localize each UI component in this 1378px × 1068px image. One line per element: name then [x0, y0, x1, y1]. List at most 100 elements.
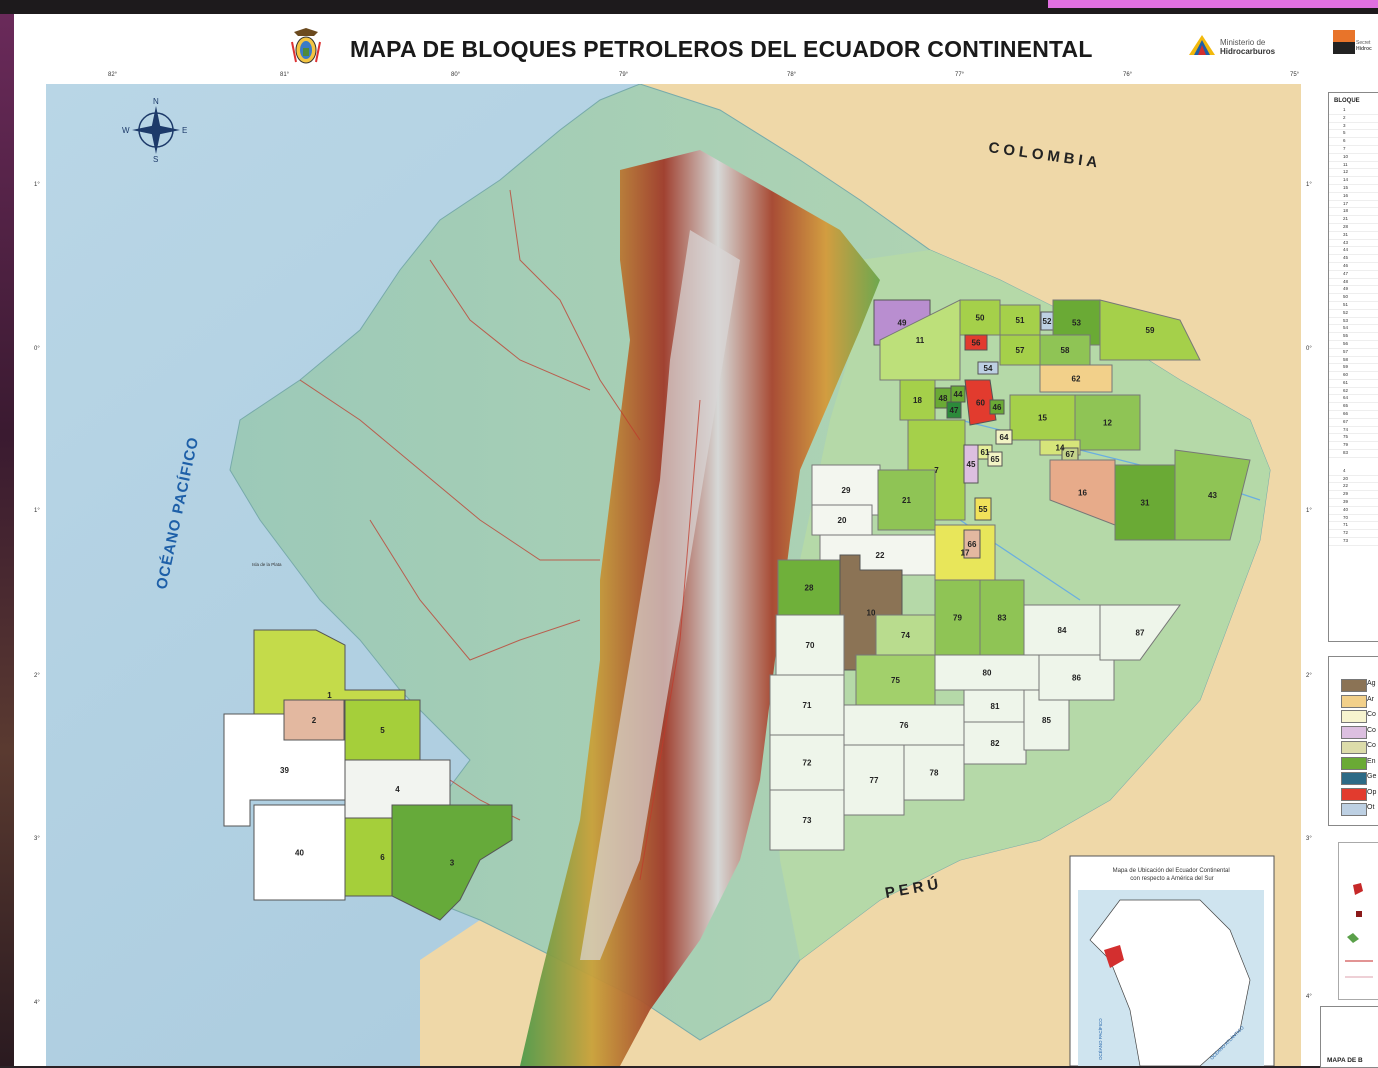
- ministry-line1: Ministerio de: [1220, 38, 1266, 47]
- block-56[interactable]: [964, 334, 988, 351]
- table-row: 65: [1329, 403, 1378, 412]
- block-label: 47: [950, 406, 959, 415]
- block-62[interactable]: [1039, 364, 1113, 393]
- block-label: 15: [1038, 414, 1047, 423]
- table-row: 54: [1329, 325, 1378, 334]
- ministry-logo-icon: [1189, 35, 1215, 55]
- lat-label: 0°: [1306, 346, 1312, 352]
- block-64[interactable]: [995, 429, 1013, 445]
- block-label: 31: [1141, 499, 1150, 508]
- legend-label: Co: [1367, 711, 1376, 718]
- block-label: 62: [1072, 375, 1081, 384]
- block-55[interactable]: [974, 497, 992, 521]
- block-label: 44: [954, 390, 963, 399]
- block-label: 40: [295, 849, 304, 858]
- legend-swatch: [1341, 772, 1367, 785]
- block-11[interactable]: [879, 299, 961, 381]
- block-43[interactable]: [1174, 449, 1251, 541]
- block-label: 53: [1072, 319, 1081, 328]
- symbol-legend: [1338, 842, 1378, 1000]
- block-78[interactable]: [903, 744, 965, 801]
- block-2[interactable]: [283, 699, 345, 741]
- legend-label: En: [1367, 757, 1376, 765]
- block-label: 76: [900, 721, 909, 730]
- table-header: BLOQUE: [1334, 98, 1360, 104]
- table-row: 45: [1329, 255, 1378, 263]
- block-label: 14: [1056, 444, 1065, 453]
- table-row: 58: [1329, 357, 1378, 365]
- block-46[interactable]: [989, 399, 1005, 415]
- block-label: 16: [1078, 489, 1087, 498]
- block-label: 59: [1146, 326, 1155, 335]
- table-row: 53: [1329, 318, 1378, 326]
- block-65[interactable]: [987, 451, 1003, 467]
- title-block: MAPA DE B: [1320, 1006, 1378, 1068]
- block-82[interactable]: [963, 721, 1027, 765]
- block-40[interactable]: [253, 804, 346, 901]
- inset-map[interactable]: Mapa de Ubicación del Ecuador Continenta…: [1069, 855, 1275, 1066]
- inset-south-america: [1089, 899, 1251, 1066]
- block-20[interactable]: [811, 504, 873, 536]
- block-54[interactable]: [977, 361, 999, 375]
- lat-label: 2°: [34, 673, 40, 679]
- table-row: 20: [1329, 476, 1378, 484]
- lat-label: 4°: [1306, 994, 1312, 1000]
- block-label: 81: [991, 702, 1000, 711]
- block-81[interactable]: [963, 689, 1027, 723]
- block-label: 52: [1043, 317, 1052, 326]
- block-label: 51: [1016, 316, 1025, 325]
- block-label: 70: [806, 641, 815, 650]
- secretariat-name: Secret Hidroc: [1356, 40, 1372, 52]
- block-label: 74: [901, 631, 910, 640]
- secretariat-line1: Secret: [1356, 40, 1371, 46]
- block-12[interactable]: [1074, 394, 1141, 451]
- block-label: 6: [380, 853, 385, 862]
- lon-label: 79°: [619, 72, 629, 78]
- block-label: 28: [805, 584, 814, 593]
- block-60[interactable]: [964, 379, 997, 426]
- compass-n: N: [153, 97, 159, 106]
- block-3[interactable]: [391, 804, 513, 921]
- block-label: 43: [1208, 491, 1217, 500]
- table-row: 59: [1329, 364, 1378, 373]
- block-label: 87: [1136, 629, 1145, 638]
- ministry-line2: Hidrocarburos: [1220, 47, 1276, 56]
- background-pink-strip: [1048, 0, 1378, 8]
- block-label: 58: [1061, 346, 1070, 355]
- block-label: 18: [913, 396, 922, 405]
- block-70[interactable]: [775, 614, 845, 676]
- table-row: 74: [1329, 427, 1378, 435]
- block-label: 57: [1016, 346, 1025, 355]
- block-label: 83: [998, 614, 1007, 623]
- town-icon: [1356, 911, 1362, 917]
- block-label: 22: [876, 551, 885, 560]
- block-label: 67: [1066, 450, 1075, 459]
- block-72[interactable]: [769, 734, 845, 791]
- lon-label: 77°: [955, 72, 965, 78]
- legend-swatch: [1341, 741, 1367, 754]
- ecuador-map[interactable]: 1234563940102228292070717273747576777879…: [46, 84, 1301, 1066]
- block-label: 66: [968, 540, 977, 549]
- table-row: 67: [1329, 419, 1378, 427]
- table-row: 18: [1329, 208, 1378, 217]
- block-73[interactable]: [769, 789, 845, 851]
- table-row: 17: [1329, 201, 1378, 209]
- table-row: 22: [1329, 483, 1378, 492]
- block-59[interactable]: [1099, 299, 1201, 361]
- secretariat-line2: Hidroc: [1356, 46, 1372, 52]
- block-label: 10: [867, 609, 876, 618]
- block-label: 1: [327, 691, 332, 700]
- block-45[interactable]: [963, 444, 979, 484]
- lat-label: 3°: [34, 836, 40, 842]
- legend-swatch: [1341, 756, 1367, 770]
- block-87[interactable]: [1099, 604, 1181, 661]
- block-86[interactable]: [1038, 654, 1115, 701]
- title-block-label: MAPA DE B: [1327, 1057, 1363, 1064]
- table-row: 52: [1329, 310, 1378, 318]
- legend-label: Ar: [1367, 695, 1374, 703]
- block-76[interactable]: [843, 704, 965, 746]
- block-66[interactable]: [963, 529, 981, 559]
- table-row: 83: [1329, 450, 1378, 458]
- table-row: 61: [1329, 380, 1378, 388]
- block-47[interactable]: [946, 401, 962, 419]
